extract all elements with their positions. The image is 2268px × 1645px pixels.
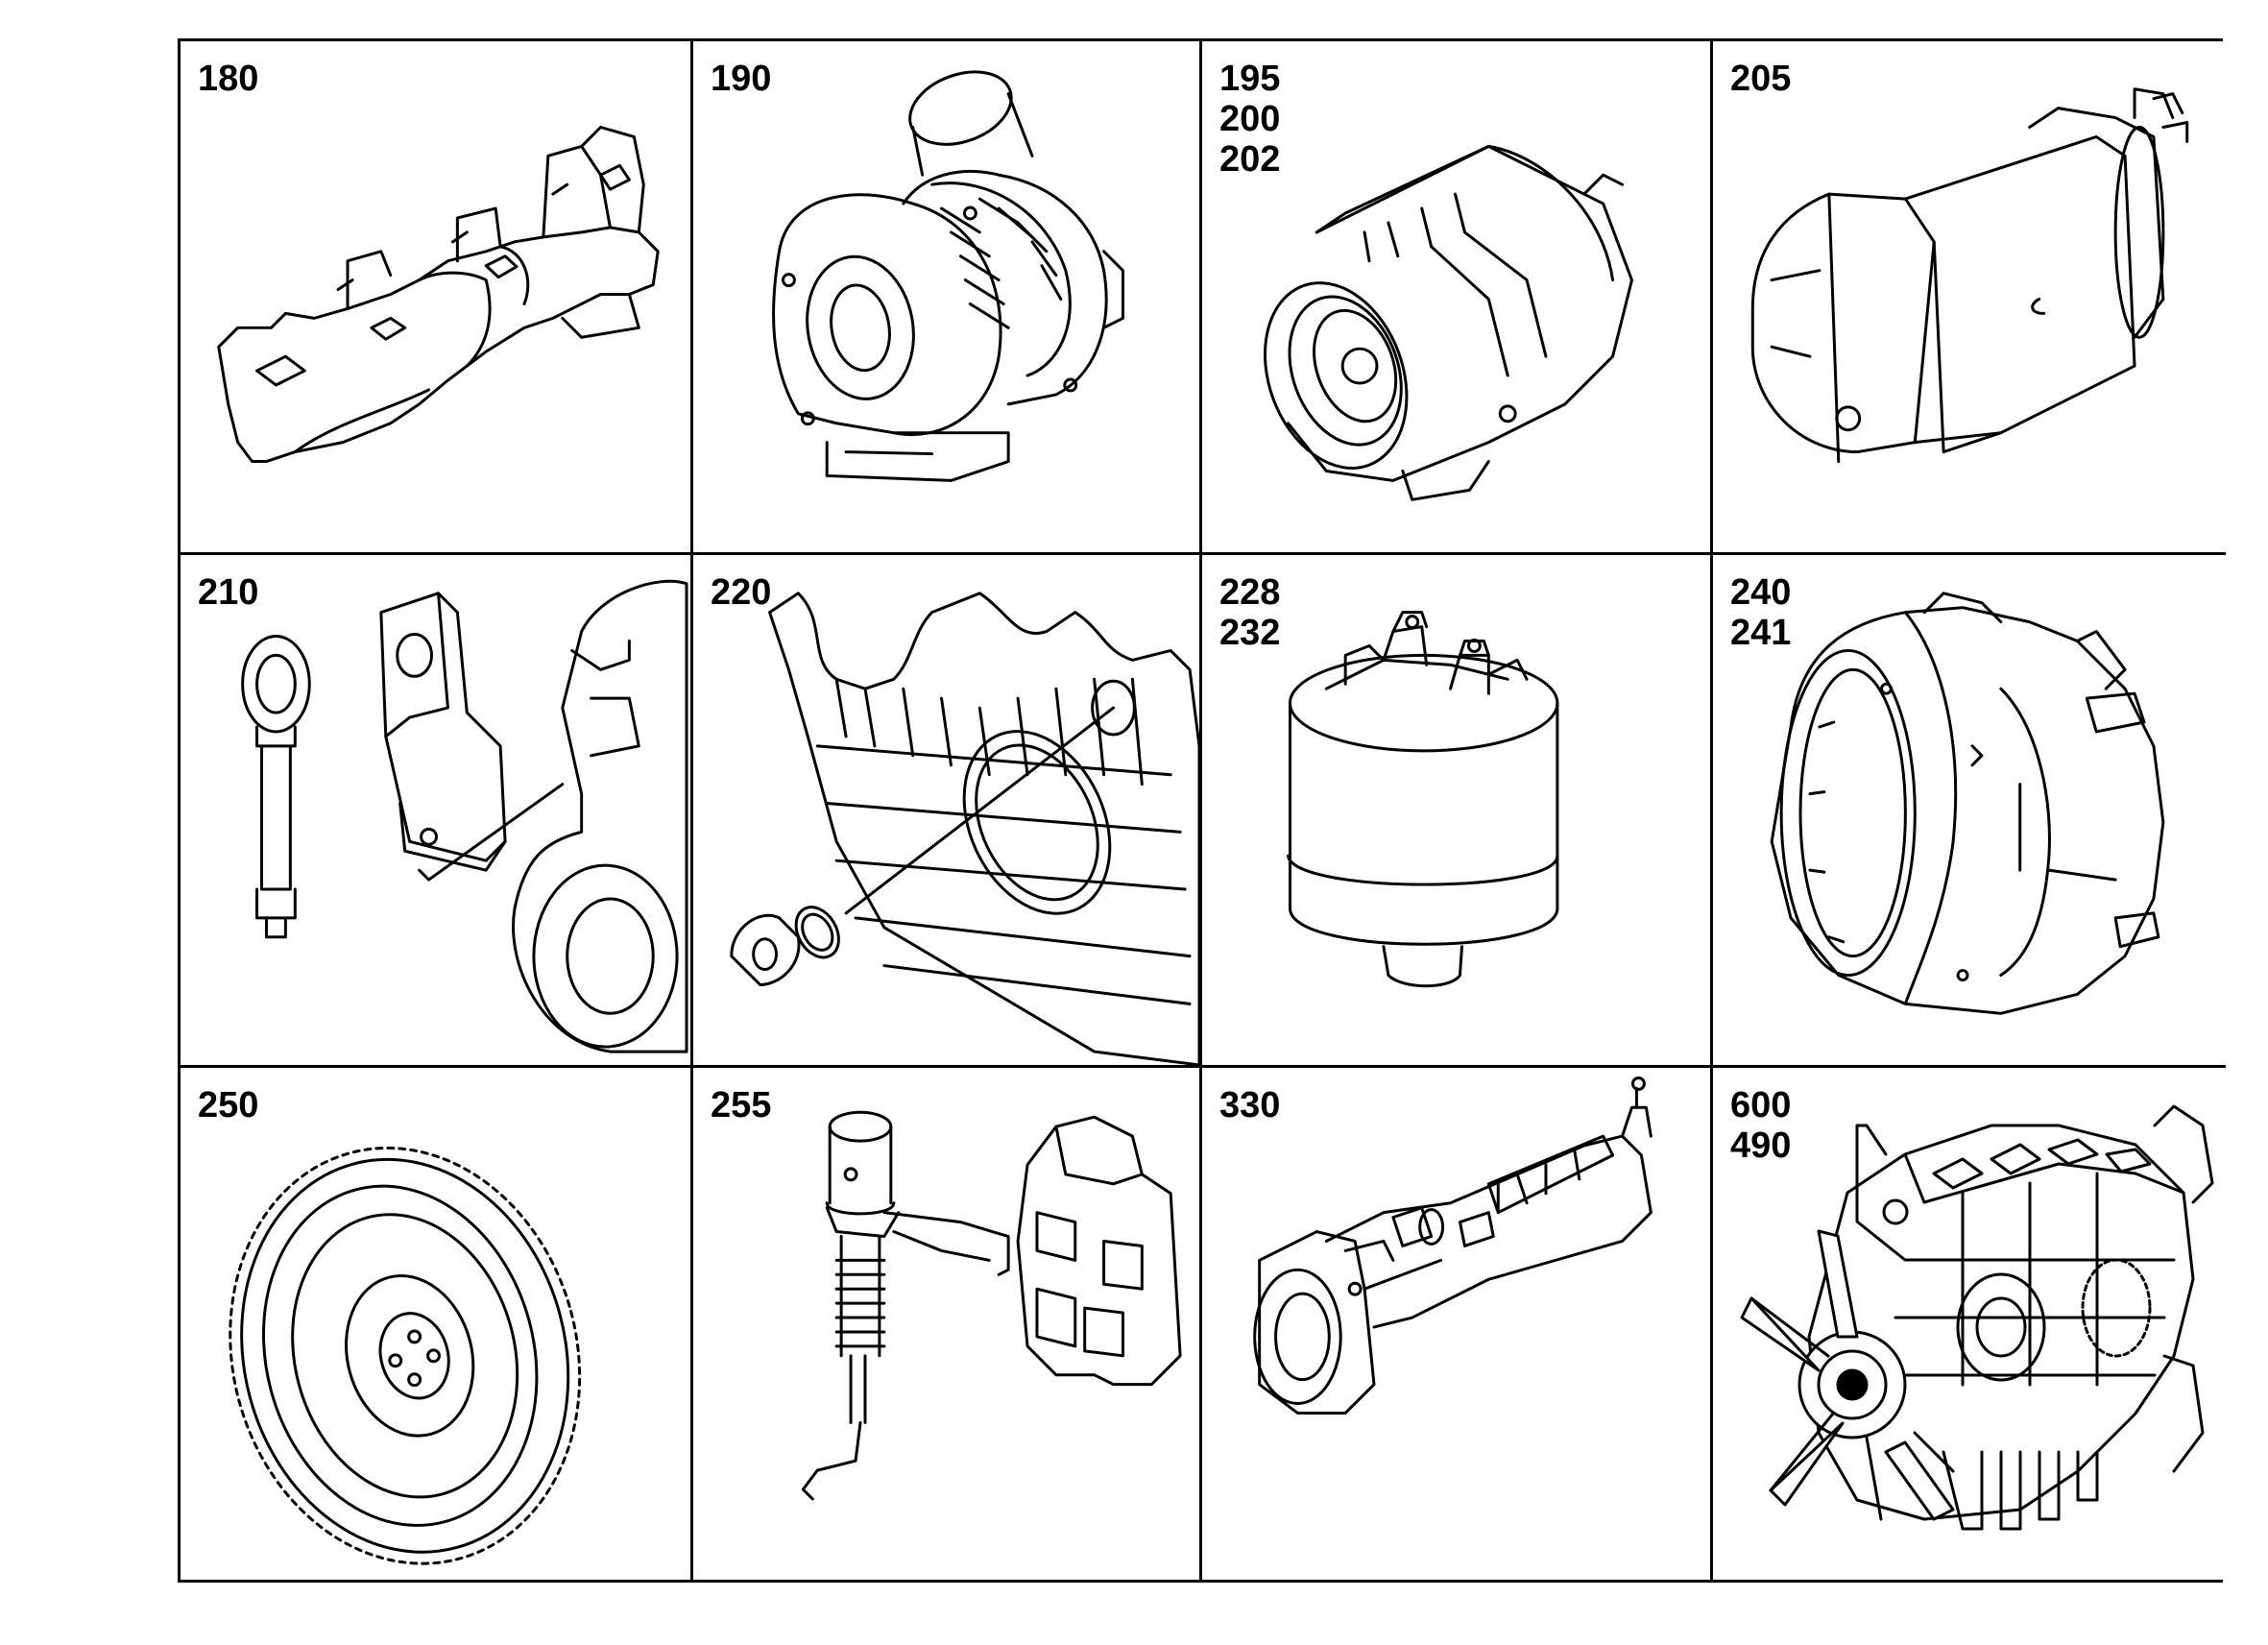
catalog-cell-205[interactable]: 205 [1713, 41, 2226, 555]
catalog-cell-250[interactable]: 250 [181, 1068, 693, 1580]
catalog-cell-330[interactable]: 330 [1202, 1068, 1713, 1580]
air-compressor-icon [1253, 1076, 1653, 1415]
flywheel-housing-icon [1770, 592, 2165, 1015]
catalog-cell-190[interactable]: 190 [693, 41, 1202, 555]
lifting-eye-bracket-icon [241, 579, 688, 1053]
part-number-label: 190 [711, 59, 772, 99]
catalog-cell-255[interactable]: 255 [693, 1068, 1202, 1580]
turbocharger-icon [772, 70, 1124, 482]
part-number-label: 205 [1730, 59, 1792, 99]
part-number-label: 330 [1219, 1085, 1281, 1125]
part-number-label: 180 [198, 59, 259, 99]
crankshaft-seal-icon [730, 592, 1199, 1065]
parts-catalog-grid: 180 190 [178, 38, 2226, 1583]
alternator-icon [1263, 144, 1633, 501]
catalog-cell-220[interactable]: 220 [693, 555, 1202, 1068]
catalog-cell-210[interactable]: 210 [181, 555, 693, 1068]
catalog-cell-180[interactable]: 180 [181, 41, 693, 555]
flywheel-icon [229, 1146, 582, 1565]
exhaust-manifold-icon [217, 126, 660, 464]
part-number-label: 250 [198, 1085, 259, 1125]
part-number-label: 255 [711, 1085, 772, 1125]
solenoid-switch-icon [1287, 611, 1559, 988]
engine-assembly-icon [1740, 1104, 2214, 1531]
starter-motor-icon [1750, 87, 2189, 464]
part-number-label: 210 [198, 572, 259, 613]
part-number-label: 220 [711, 572, 772, 613]
oil-filter-dipstick-icon [801, 1110, 1182, 1501]
